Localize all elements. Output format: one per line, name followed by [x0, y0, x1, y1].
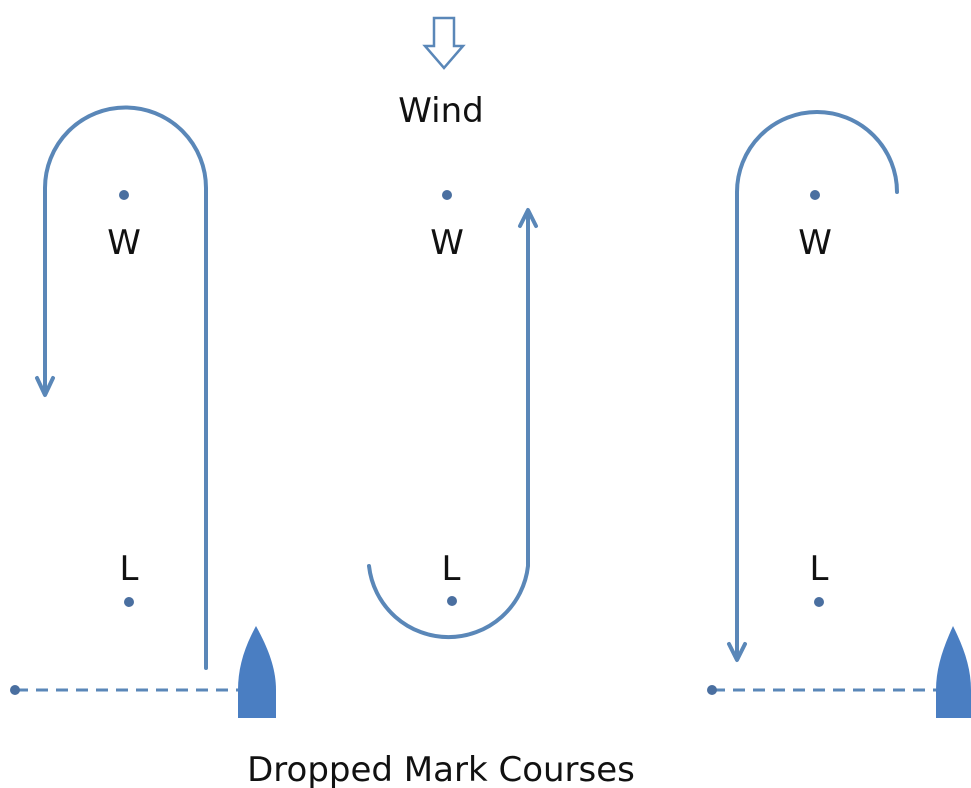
course-arrow-icon [727, 642, 747, 662]
start-pin-mark [707, 685, 717, 695]
diagram-caption: Dropped Mark Courses [247, 750, 635, 788]
leeward-mark [814, 597, 824, 607]
windward-mark-label: W [798, 223, 832, 263]
course-path [735, 110, 899, 658]
leeward-mark [124, 597, 134, 607]
course-arrow-icon [518, 208, 538, 228]
course-panel-3: W L [707, 110, 971, 718]
course-path [43, 105, 208, 670]
committee-boat-icon [238, 626, 276, 718]
windward-mark [810, 190, 820, 200]
windward-mark-label: W [430, 223, 464, 263]
windward-mark-label: W [107, 223, 141, 263]
leeward-mark-label: L [810, 549, 829, 589]
course-arrow-icon [35, 376, 55, 397]
wind-label: Wind [398, 91, 483, 131]
leeward-mark-label: L [442, 549, 461, 589]
committee-boat-icon [936, 626, 971, 718]
course-panel-1: W L [10, 105, 276, 718]
course-path [367, 213, 530, 640]
leeward-mark-label: L [120, 549, 139, 589]
windward-mark [119, 190, 129, 200]
course-panel-2: W L [367, 190, 538, 640]
start-pin-mark [10, 685, 20, 695]
wind-arrow-icon [422, 16, 466, 70]
leeward-mark [447, 596, 457, 606]
windward-mark [442, 190, 452, 200]
